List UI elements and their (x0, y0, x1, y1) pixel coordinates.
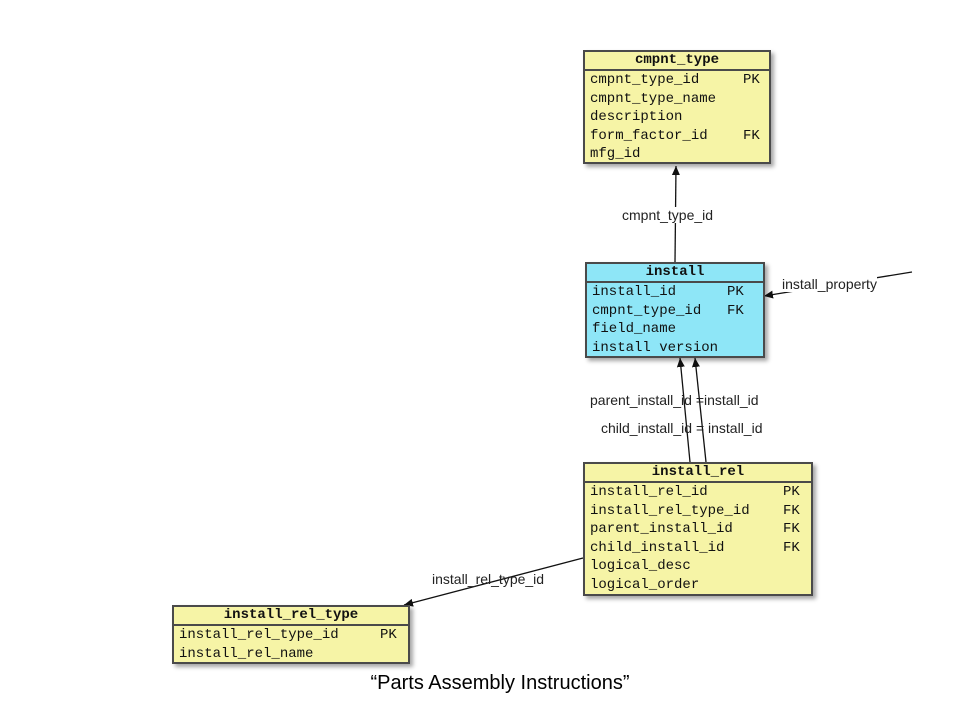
entity-title: install (587, 264, 763, 283)
attribute-name: form_factor_id (590, 127, 708, 144)
attribute-row: logical_order (585, 576, 811, 595)
label-install-property: install_property (782, 276, 877, 292)
label-child-install-id: child_install_id = install_id (601, 420, 763, 436)
entity-title: install_rel_type (174, 607, 408, 626)
entity-install-rel-type: install_rel_type install_rel_type_id PK i… (172, 605, 410, 664)
attribute-name: cmpnt_type_id (592, 302, 702, 319)
key-badge: FK (727, 302, 744, 319)
attribute-name: parent_install_id (590, 521, 733, 537)
attribute-row: child_install_id FK (585, 539, 811, 558)
attribute-name: install_id (592, 284, 677, 300)
key-badge: PK (783, 484, 800, 500)
key-badge: FK (783, 502, 800, 519)
attribute-name: field_name (592, 321, 677, 337)
entity-install-rel: install_rel install_rel_id PK install_rel… (583, 462, 813, 596)
entity-title: install_rel (585, 464, 811, 483)
entity-title: cmpnt_type (585, 52, 769, 71)
attribute-name: install_rel_type_id (179, 627, 339, 643)
attribute-row: cmpnt_type_id PK (585, 71, 769, 90)
key-badge: PK (743, 72, 760, 88)
attribute-row: description (585, 108, 769, 127)
attribute-row: parent_install_id FK (585, 520, 811, 539)
attribute-row: form_factor_id FK (585, 127, 769, 146)
line-parent-install-id (676, 357, 691, 463)
attribute-row: install_rel_id PK (585, 483, 811, 502)
label-install-rel-type-id: install_rel_type_id (432, 571, 545, 587)
attribute-name: mfg_id (590, 146, 641, 162)
attribute-row: mfg_id (585, 145, 769, 164)
label-parent-install-id: parent_install_id =install_id (590, 392, 759, 408)
attribute-name: install_rel_type_id (590, 502, 750, 519)
attribute-name: install version (592, 339, 719, 356)
attribute-row: install version (587, 339, 763, 358)
attribute-name: install_rel_id (590, 484, 708, 500)
attribute-row: install_rel_name (174, 645, 408, 664)
attribute-row: install_rel_type_id FK (585, 502, 811, 521)
key-badge: FK (743, 127, 760, 144)
attribute-name: description (590, 109, 683, 125)
key-badge: PK (380, 627, 397, 643)
key-badge: FK (783, 539, 800, 556)
attribute-name: child_install_id (590, 539, 725, 556)
entity-cmpnt-type: cmpnt_type cmpnt_type_id PK cmpnt_type_na… (583, 50, 771, 164)
attribute-row: cmpnt_type_name (585, 90, 769, 109)
attribute-name: logical_desc (590, 558, 691, 574)
attribute-row: install_rel_type_id PK (174, 626, 408, 645)
attribute-name: cmpnt_type_name (590, 90, 717, 107)
attribute-name: logical_order (590, 576, 700, 593)
attribute-row: field_name (587, 320, 763, 339)
attribute-row: cmpnt_type_id FK (587, 302, 763, 321)
attribute-name: cmpnt_type_id (590, 72, 700, 88)
label-cmpnt-type-id: cmpnt_type_id (622, 207, 714, 223)
key-badge: FK (783, 521, 800, 537)
key-badge: PK (727, 284, 744, 300)
attribute-row: logical_desc (585, 557, 811, 576)
slide-caption: “Parts Assembly Instructions” (370, 672, 630, 694)
line-child-install-id (691, 357, 707, 463)
entity-install: install install_id PK cmpnt_type_id FK fie… (585, 262, 765, 358)
line-install-rel-type-id (403, 557, 584, 607)
attribute-row: install_id PK (587, 283, 763, 302)
attribute-name: install_rel_name (179, 645, 314, 662)
